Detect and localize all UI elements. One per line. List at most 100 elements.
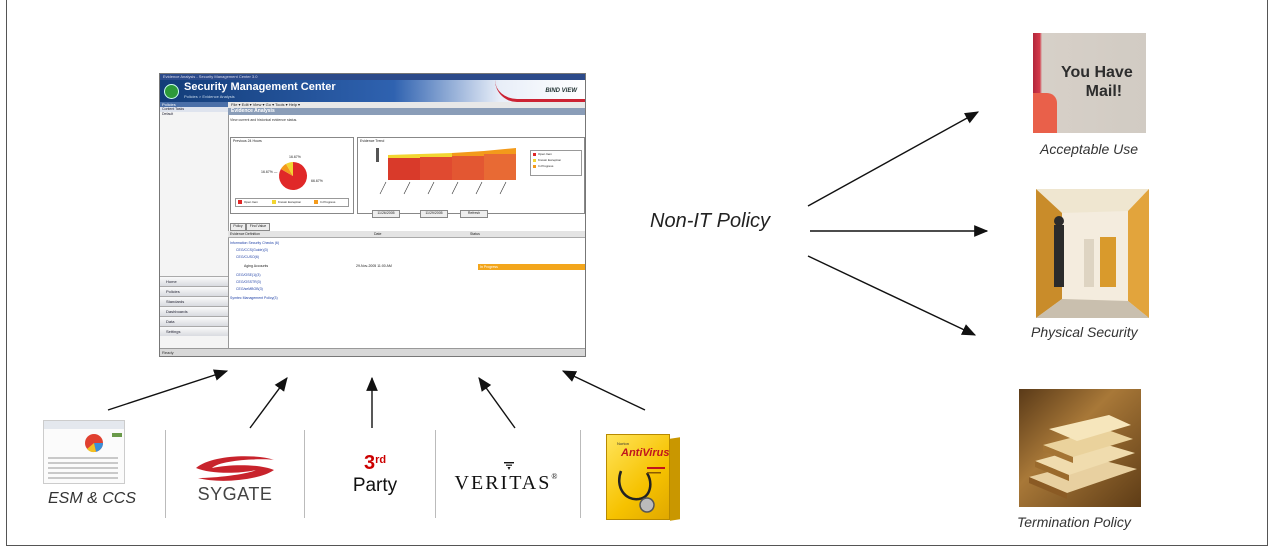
legend-swatch-open [238, 200, 242, 204]
antivirus-title: AntiVirus [621, 447, 670, 459]
legend-swatch-progress [314, 200, 318, 204]
divider [165, 430, 166, 518]
physical-security-photo [1036, 189, 1149, 318]
trend-axis-label [376, 148, 379, 162]
smc-pie-chart: 16.67% 16.67% — 66.67% [261, 155, 323, 190]
row-status-in-progress: In Progress [478, 264, 585, 270]
smc-nav-policies: Policies [160, 286, 228, 296]
trend-bar-4 [484, 154, 516, 180]
smc-nav-settings: Settings [160, 326, 228, 336]
pie-label-top: 16.67% [289, 155, 301, 159]
sygate-wordmark: SYGATE [197, 484, 273, 504]
row-date: 29-Nov-2005 11:00 AM [356, 264, 392, 268]
antivirus-box-front: Norton AntiVirus [606, 434, 670, 520]
smc-trend-panel: Evidence Trend Open Item Kno [357, 137, 585, 214]
smc-logo-icon [164, 84, 179, 99]
acceptable-use-caption: Acceptable Use [1040, 141, 1139, 157]
veritas-mark-icon [504, 462, 514, 470]
veritas-wordmark: VERITAS® [454, 472, 560, 494]
antivirus-brand: Norton [617, 441, 630, 446]
esm-ccs-thumbnail [43, 420, 125, 484]
legend-open: Open Item [244, 200, 259, 204]
diagram-frame [6, 0, 1268, 546]
col-date: Date [374, 232, 382, 236]
sygate-logo: SYGATE [190, 452, 280, 504]
divider [304, 430, 305, 518]
smc-left-subheader: Content Tasks [160, 107, 228, 112]
trend-swatch-open [533, 153, 536, 156]
third-superscript: rd [375, 454, 387, 466]
smc-header: Security Management Center Policies > Ev… [160, 80, 585, 102]
tree-item: Symtec Management Policy(3) [230, 296, 278, 300]
tab-find-value: Find Value [246, 223, 270, 231]
col-status: Status [470, 232, 480, 236]
col-evidence-definition: Evidence Definition [230, 232, 260, 236]
security-management-center-screenshot: Evidence Analysis - Security Management … [159, 73, 586, 357]
third-party-word: Party [352, 475, 398, 496]
corridor-graphic [1036, 189, 1149, 318]
non-it-policy-label: Non-IT Policy [650, 210, 771, 232]
tree-item: CEG/seMBOB(3) [236, 287, 263, 291]
pie-slice-known-exception [286, 162, 293, 176]
smc-breadcrumb: Policies > Evidence Analysis [184, 94, 235, 99]
refresh-button: Refresh [460, 210, 488, 218]
smc-status-bar: Ready [160, 348, 585, 356]
esm-ccs-caption: ESM & CCS [48, 490, 137, 507]
divider [435, 430, 436, 518]
trend-tick-labels [379, 181, 507, 195]
tree-item: CEG/OSE(1)(3) [236, 273, 261, 277]
norton-antivirus-box: Norton AntiVirus [600, 430, 682, 522]
trend-bar-3 [452, 156, 484, 180]
veritas-logo: VERITAS® [451, 458, 563, 498]
smc-pie-panel: Previous 24 Hours 16.67% 16.67% — 66.67%… [230, 137, 354, 214]
bindview-swoosh-icon [495, 80, 585, 102]
smc-left-header: Policies [160, 102, 228, 107]
trend-legend-progress: In Progress [538, 164, 554, 168]
legend-progress: In Progress [320, 200, 336, 204]
trend-legend-open: Open Item [538, 152, 553, 156]
esm-thumb-graphic [48, 433, 122, 479]
date-to-field: 11/29/2005 [420, 210, 448, 218]
smc-pie-title: Previous 24 Hours [233, 139, 262, 143]
pie-label-left: 16.67% — [261, 170, 278, 174]
smc-nav-home: Home [160, 276, 228, 286]
smc-window-title: Evidence Analysis - Security Management … [163, 74, 258, 79]
books-graphic [1029, 415, 1137, 499]
pie-slice-in-progress [280, 163, 293, 176]
sygate-swoosh-icon [196, 456, 274, 481]
tree-item: Information Security Checks (6) [230, 241, 280, 245]
esm-thumb-toolbar [44, 421, 124, 429]
veritas-registered: ® [551, 472, 560, 481]
smc-nav-standards: Standards [160, 296, 228, 306]
pie-label-right: 66.67% [311, 179, 323, 183]
termination-policy-caption: Termination Policy [1017, 514, 1131, 530]
bindview-logo: BIND VIEW [545, 88, 577, 94]
mail-flag-icon [1033, 93, 1057, 133]
smc-app-title: Security Management Center [184, 81, 336, 93]
antivirus-box-side [670, 437, 680, 521]
tab-policy: Policy [230, 223, 246, 231]
legend-swatch-known [272, 200, 276, 204]
trend-legend-known: Known Exception [538, 158, 562, 162]
legend-known: Known Exception [278, 200, 302, 204]
smc-left-pane: Policies Content Tasks Default Home Poli… [160, 102, 229, 348]
smc-trend-title: Evidence Trend [360, 139, 385, 143]
third-number: 3 [363, 452, 376, 474]
third-party-label: 3rd Party [350, 452, 400, 497]
smc-nav-dashboards: Dashboards [160, 306, 228, 316]
trend-bar-2 [420, 157, 452, 180]
smc-left-item: Default [162, 112, 174, 116]
physical-security-caption: Physical Security [1031, 324, 1138, 340]
termination-policy-photo [1019, 389, 1141, 507]
smc-trend-chart [376, 148, 516, 195]
trend-legend: Open Item Known Exception In Progress [530, 150, 582, 176]
pie-slice-open-item [279, 161, 308, 190]
date-from-field: 11/26/2005 [372, 210, 400, 218]
tree-item: CEG/CUSO(6) [236, 255, 259, 259]
trend-swatch-known [533, 159, 536, 162]
trend-swatch-progress [533, 165, 536, 168]
trend-bar-1 [388, 158, 420, 180]
tree-item: CEG/OSSTR(3) [236, 280, 261, 284]
